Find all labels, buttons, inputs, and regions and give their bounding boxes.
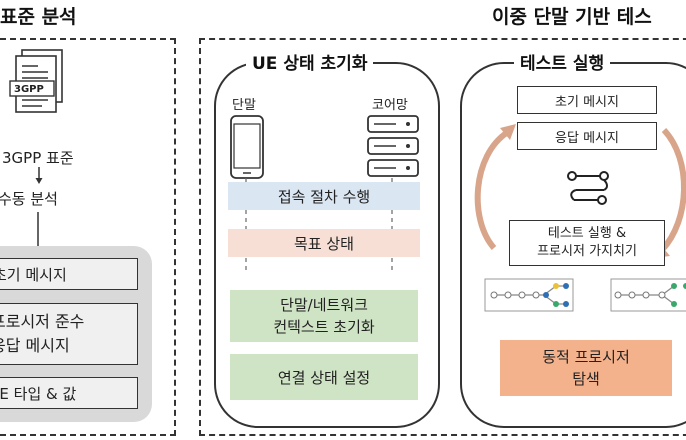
server-icon (367, 115, 419, 177)
procedure-graph-left-icon (484, 278, 574, 312)
procedure-compliant-label: 프로시저 준수 (0, 312, 85, 331)
response-message-box-right: 응답 메시지 (517, 122, 657, 150)
procedure-compliant-box: 프로시저 준수 응답 메시지 (0, 303, 138, 365)
connection-setup-box: 연결 상태 설정 (230, 354, 418, 400)
dynamic-explore-line2: 탐색 (572, 370, 600, 388)
ie-type-value-label: IE 타입 & 값 (0, 384, 77, 403)
workflow-icon (567, 171, 609, 205)
response-message-label-right: 응답 메시지 (555, 130, 619, 146)
target-state-label: 목표 상태 (294, 234, 354, 253)
arrow-down-icon (35, 167, 43, 184)
core-network-label: 코어망 (372, 98, 408, 113)
response-message-label: 응답 메시지 (0, 336, 70, 355)
phone-icon (230, 115, 264, 179)
ie-type-value-box: IE 타입 & 값 (0, 377, 138, 409)
initial-message-label-right: 초기 메시지 (555, 94, 619, 110)
standard-label: 3GPP 표준 (2, 149, 74, 167)
document-icon (9, 49, 63, 113)
initial-message-box-right: 초기 메시지 (517, 86, 657, 114)
left-section-frame (0, 38, 176, 436)
left-section-title: 표준 분석 (0, 6, 77, 28)
right-section-frame (199, 38, 686, 436)
initial-message-label: 초기 메시지 (0, 265, 67, 284)
access-procedure-label: 접속 절차 수행 (277, 187, 371, 206)
context-init-line1: 단말/네트워크 (280, 296, 368, 314)
document-label: 3GPP (14, 84, 44, 95)
manual-analysis-label: 수동 분석 (0, 190, 58, 208)
device-label: 단말 (232, 98, 256, 113)
test-prune-line2: 프로시저 가지치기 (537, 244, 637, 259)
initial-message-box: 초기 메시지 (0, 258, 138, 290)
right-section-title: 이중 단말 기반 테스 (492, 6, 652, 28)
target-state-bar: 목표 상태 (228, 229, 420, 257)
dynamic-explore-box: 동적 프로시저 탐색 (500, 340, 672, 396)
test-panel-title: 테스트 실행 (514, 49, 611, 74)
context-init-line2: 컨텍스트 초기화 (273, 318, 375, 336)
connection-setup-label: 연결 상태 설정 (277, 368, 371, 387)
dynamic-explore-line1: 동적 프로시저 (542, 348, 630, 366)
ue-panel-title: UE 상태 초기화 (246, 49, 374, 74)
context-init-box: 단말/네트워크 컨텍스트 초기화 (230, 290, 418, 342)
test-prune-line1: 테스트 실행 & (547, 226, 627, 241)
access-procedure-bar: 접속 절차 수행 (228, 182, 420, 210)
procedure-graph-right-icon (610, 278, 686, 312)
test-prune-box: 테스트 실행 & 프로시저 가지치기 (509, 220, 665, 266)
